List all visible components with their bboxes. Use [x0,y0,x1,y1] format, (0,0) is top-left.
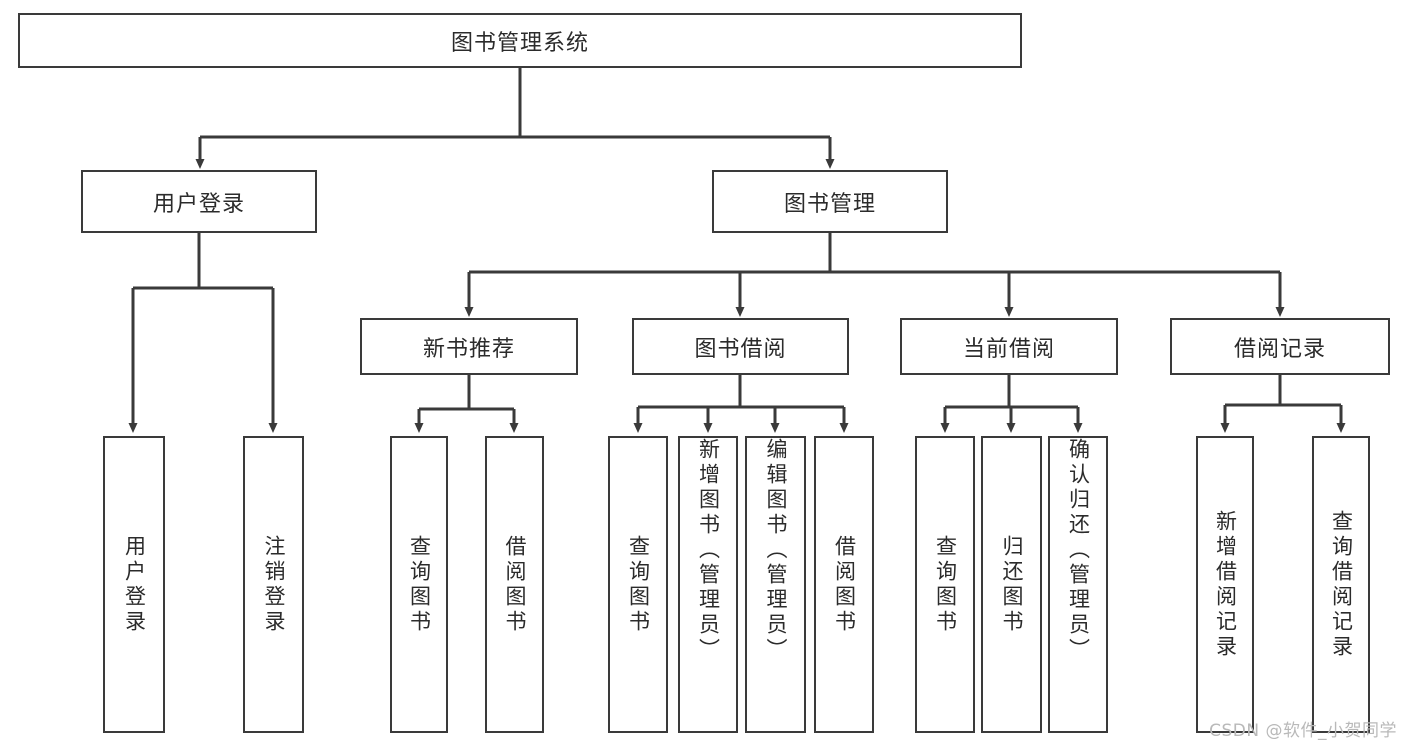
node-borrow-record-label: 借阅记录 [1233,336,1326,362]
node-book-borrow[interactable]: 图书借阅 [632,318,849,375]
leaf-user-logout[interactable]: 注销登录 [243,436,304,733]
leaf-edit-book-admin[interactable]: 编辑图书（管理员） [745,436,806,733]
leaf-add-borrow-record-label: 新增借阅记录 [1213,509,1238,660]
leaf-return-book[interactable]: 归还图书 [981,436,1042,733]
node-root-label: 图书管理系统 [450,30,589,56]
leaf-add-book-admin-label: 新增图书（管理员） [696,438,721,663]
leaf-query-book-current-label: 查询图书 [933,534,958,635]
leaf-user-login-label: 用户登录 [122,534,147,635]
node-user-login-label: 用户登录 [152,191,245,217]
node-book-management-label: 图书管理 [783,191,876,217]
leaf-user-logout-label: 注销登录 [262,534,286,635]
leaf-query-book-current[interactable]: 查询图书 [915,436,975,733]
leaf-borrow-book-recommend-label: 借阅图书 [503,534,527,635]
leaf-add-book-admin[interactable]: 新增图书（管理员） [678,436,738,733]
leaf-edit-book-admin-label: 编辑图书（管理员） [764,438,788,663]
leaf-return-book-label: 归还图书 [1000,534,1024,635]
leaf-borrow-book-recommend[interactable]: 借阅图书 [485,436,544,733]
leaf-query-book-label: 查询图书 [626,534,651,635]
node-new-book-recommend[interactable]: 新书推荐 [360,318,578,375]
leaf-borrow-book-label: 借阅图书 [832,534,857,635]
leaf-user-login[interactable]: 用户登录 [103,436,165,733]
node-root[interactable]: 图书管理系统 [18,13,1022,68]
node-book-borrow-label: 图书借阅 [694,336,787,362]
node-current-borrow-label: 当前借阅 [962,336,1055,362]
leaf-borrow-book[interactable]: 借阅图书 [814,436,874,733]
node-current-borrow[interactable]: 当前借阅 [900,318,1118,375]
leaf-query-book-recommend[interactable]: 查询图书 [390,436,448,733]
node-book-management[interactable]: 图书管理 [712,170,948,233]
leaf-query-book-recommend-label: 查询图书 [407,534,432,635]
leaf-confirm-return-admin-label: 确认归还（管理员） [1066,438,1091,663]
leaf-query-book[interactable]: 查询图书 [608,436,668,733]
leaf-add-borrow-record[interactable]: 新增借阅记录 [1196,436,1254,733]
leaf-confirm-return-admin[interactable]: 确认归还（管理员） [1048,436,1108,733]
node-borrow-record[interactable]: 借阅记录 [1170,318,1390,375]
node-user-login[interactable]: 用户登录 [81,170,317,233]
watermark-text: CSDN @软件_小贺同学 [1209,721,1397,741]
leaf-query-borrow-record[interactable]: 查询借阅记录 [1312,436,1370,733]
node-new-book-recommend-label: 新书推荐 [422,336,515,362]
leaf-query-borrow-record-label: 查询借阅记录 [1329,509,1354,660]
